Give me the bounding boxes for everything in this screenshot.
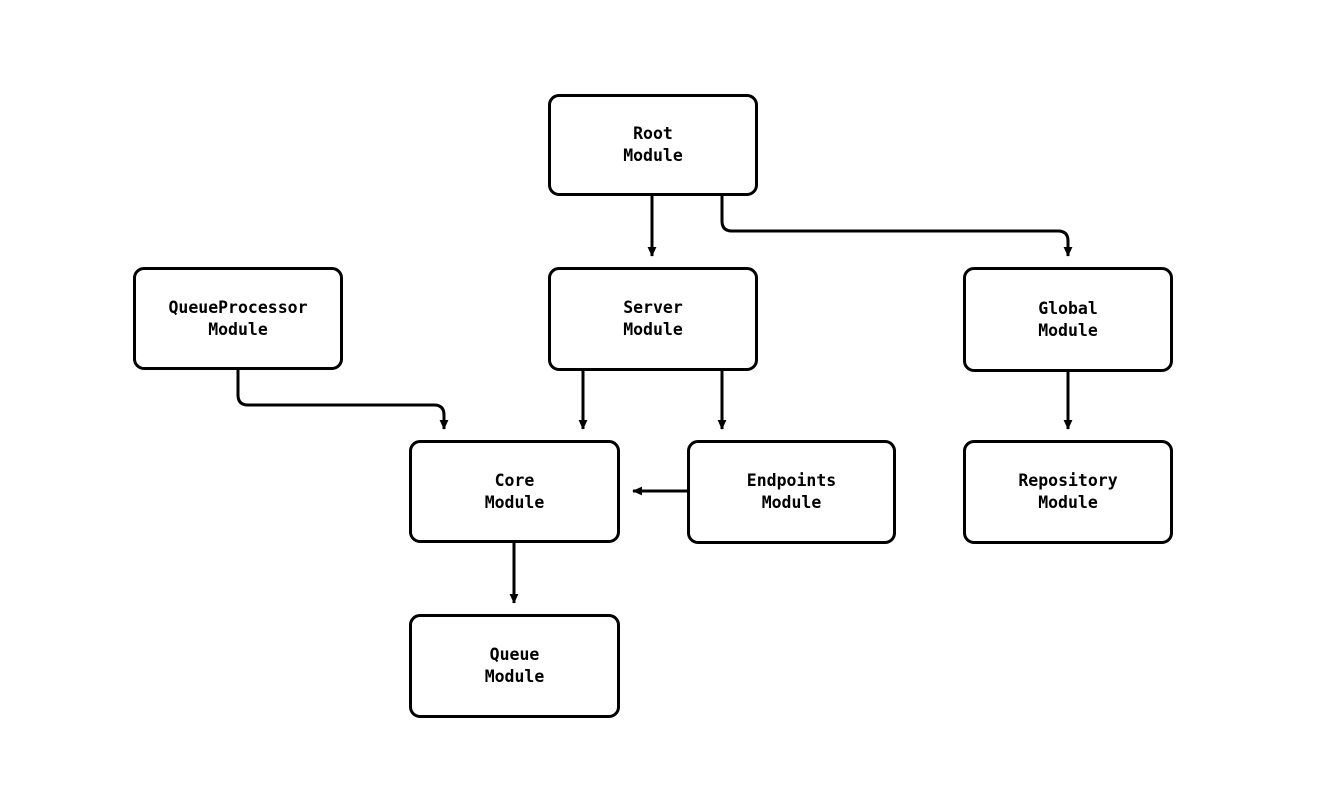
node-repository-module[interactable]: Repository Module <box>963 440 1173 544</box>
node-server-module-label: Server Module <box>623 298 683 339</box>
node-root-module-label: Root Module <box>623 124 683 165</box>
node-root-module[interactable]: Root Module <box>548 94 758 196</box>
node-core-module[interactable]: Core Module <box>409 440 620 543</box>
node-global-module[interactable]: Global Module <box>963 267 1173 372</box>
edge-queueprocessor-to-core <box>236 370 449 430</box>
node-server-module[interactable]: Server Module <box>548 267 758 371</box>
node-endpoints-module[interactable]: Endpoints Module <box>687 440 896 544</box>
node-queue-module[interactable]: Queue Module <box>409 614 620 718</box>
node-core-module-label: Core Module <box>484 470 545 512</box>
node-repository-module-label: Repository Module <box>1018 471 1118 512</box>
node-global-module-label: Global Module <box>1038 298 1098 340</box>
node-queueprocessor-module-label: QueueProcessor Module <box>168 297 308 339</box>
node-endpoints-module-label: Endpoints Module <box>746 471 837 512</box>
node-queue-module-label: Queue Module <box>484 645 545 686</box>
edge-root-to-global <box>720 196 1073 257</box>
node-queueprocessor-module[interactable]: QueueProcessor Module <box>133 267 343 370</box>
